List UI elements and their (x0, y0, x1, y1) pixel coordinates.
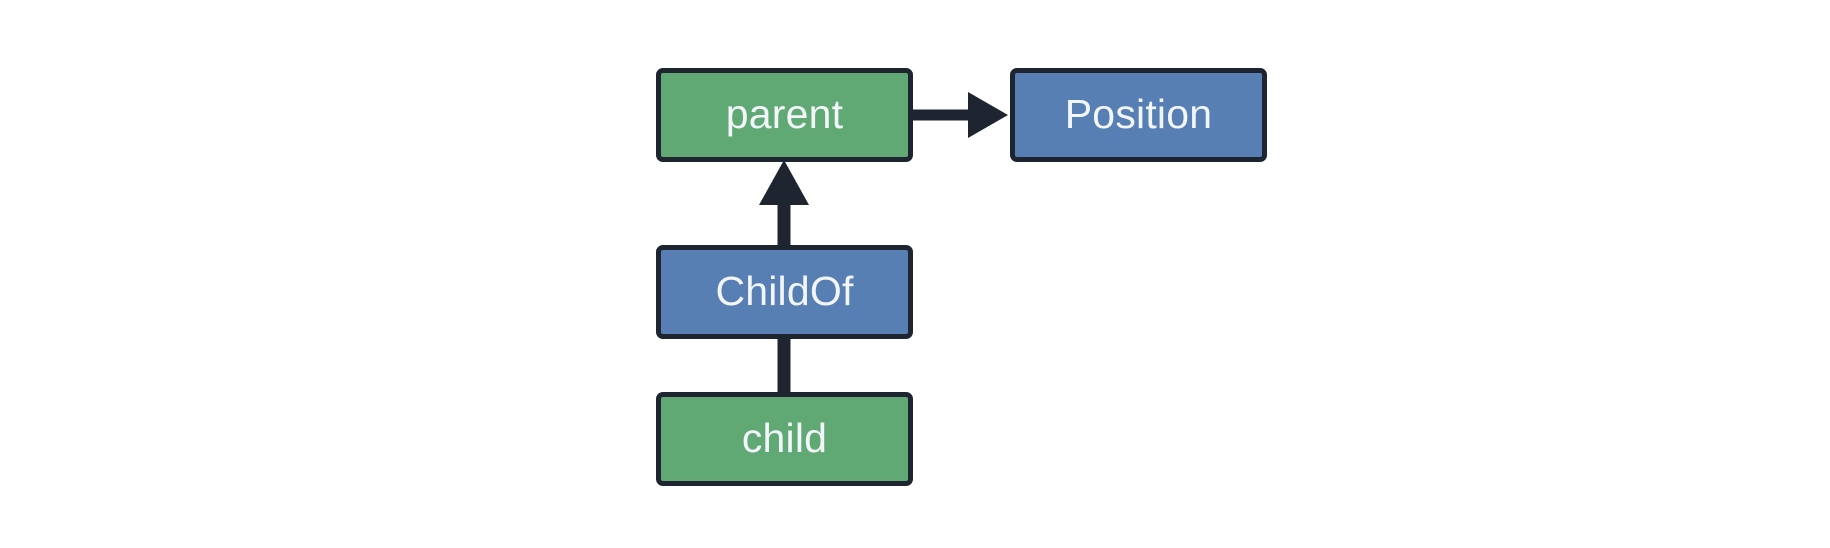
node-child[interactable]: child (656, 392, 913, 486)
node-parent-label: parent (725, 90, 844, 137)
node-position-label: Position (1064, 90, 1213, 137)
node-childof-label: ChildOf (715, 267, 854, 314)
node-child-label: child (741, 414, 828, 461)
arrowhead-right-icon (968, 92, 1008, 138)
edge-parent-to-position (913, 92, 1008, 138)
node-position[interactable]: Position (1010, 68, 1267, 162)
node-parent[interactable]: parent (656, 68, 913, 162)
node-childof[interactable]: ChildOf (656, 245, 913, 339)
edge-childof-to-parent (759, 160, 809, 245)
arrowhead-up-icon (759, 160, 809, 205)
